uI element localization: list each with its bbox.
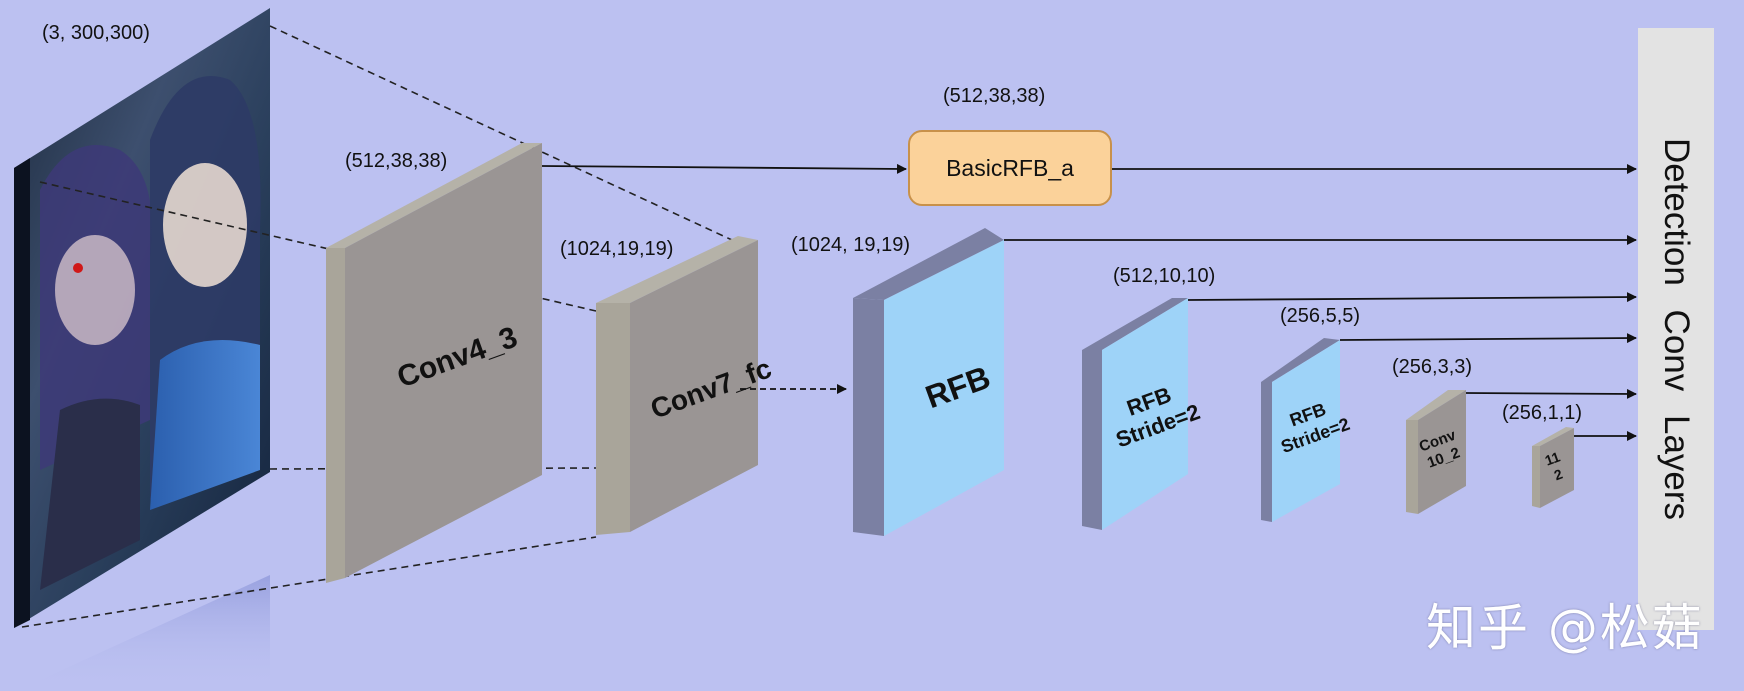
detection-label: Detection Conv Layers xyxy=(1657,137,1696,521)
conv7-fc-front xyxy=(630,240,758,532)
conv11-front xyxy=(1540,428,1574,508)
projection-line-bottom xyxy=(21,536,597,628)
conv4-3-side xyxy=(326,248,345,583)
watermark-text: 知乎 @松菇 xyxy=(1426,599,1704,657)
rfb-stride2-a-top xyxy=(1082,298,1188,350)
rfb-stride2-a-front xyxy=(1102,298,1188,530)
input-dims-label: (3, 300,300) xyxy=(42,22,150,44)
conv10-front xyxy=(1418,390,1466,514)
conv7-fc-side xyxy=(596,303,630,535)
projection-line-top xyxy=(269,25,733,241)
rfb-stride2-b-top xyxy=(1261,338,1340,382)
rfb-block xyxy=(853,228,1004,536)
rfb-stride2-b-dims-label: (256,5,5) xyxy=(1280,305,1361,327)
rfb-side xyxy=(853,298,884,536)
conv11-dims-label: (256,1,1) xyxy=(1502,402,1583,424)
rfb-stride2-b-side xyxy=(1261,382,1272,522)
conv11-block xyxy=(1532,427,1574,508)
connection-arrows xyxy=(541,163,1637,441)
rfb-stride2-b-block xyxy=(1261,338,1340,522)
rfb-stride2-a-block xyxy=(1082,298,1188,530)
conv10-dims-label: (256,3,3) xyxy=(1392,356,1473,378)
rfb-front xyxy=(884,240,1004,536)
conv4-3-dims-label: (512,38,38) xyxy=(345,150,448,172)
conv4-3-top xyxy=(326,143,542,248)
input-image-reflection xyxy=(16,575,270,691)
conv4-3-front xyxy=(345,143,542,578)
rfb-stride2-a-side xyxy=(1082,350,1102,530)
input-image-red-eye xyxy=(73,263,83,273)
arrow-rfb-s2a-to-detection xyxy=(1187,292,1637,303)
conv10-top xyxy=(1406,390,1466,420)
rfb-top xyxy=(853,228,1004,300)
basicrfb-dims-label: (512,38,38) xyxy=(943,85,1046,107)
projection-line-low xyxy=(269,467,597,470)
conv4-3-block xyxy=(326,143,542,583)
rfb-dims-label: (1024, 19,19) xyxy=(791,234,910,256)
input-image-figure-left-coat xyxy=(40,398,140,590)
conv7-fc-block xyxy=(596,236,758,535)
rfb-stride2-a-dims-label: (512,10,10) xyxy=(1113,265,1216,287)
input-image xyxy=(14,8,270,691)
conv11-top xyxy=(1532,427,1574,446)
arrow-conv4-to-basicrfb xyxy=(541,163,907,174)
projection-lines xyxy=(21,25,733,628)
basicrfb-label: BasicRFB_a xyxy=(946,154,1074,181)
rfb-stride2-b-front xyxy=(1272,340,1340,522)
input-image-figure-left-face xyxy=(55,235,135,345)
input-image-edge xyxy=(14,158,30,628)
arrow-rfb-s2b-to-detection xyxy=(1339,333,1637,344)
conv7-fc-dims-label: (1024,19,19) xyxy=(560,238,674,260)
conv11-side xyxy=(1532,446,1540,508)
arrow-conv10-to-detection xyxy=(1465,388,1637,399)
conv10-side xyxy=(1406,420,1418,514)
basicrfb-box: BasicRFB_a xyxy=(908,130,1112,206)
input-image-figure-right-face xyxy=(163,163,247,287)
conv10-block xyxy=(1406,390,1466,514)
conv7-fc-top xyxy=(596,236,758,303)
detection-panel: Detection Conv Layers xyxy=(1638,28,1714,630)
input-image-figure-right-coat xyxy=(150,340,260,510)
